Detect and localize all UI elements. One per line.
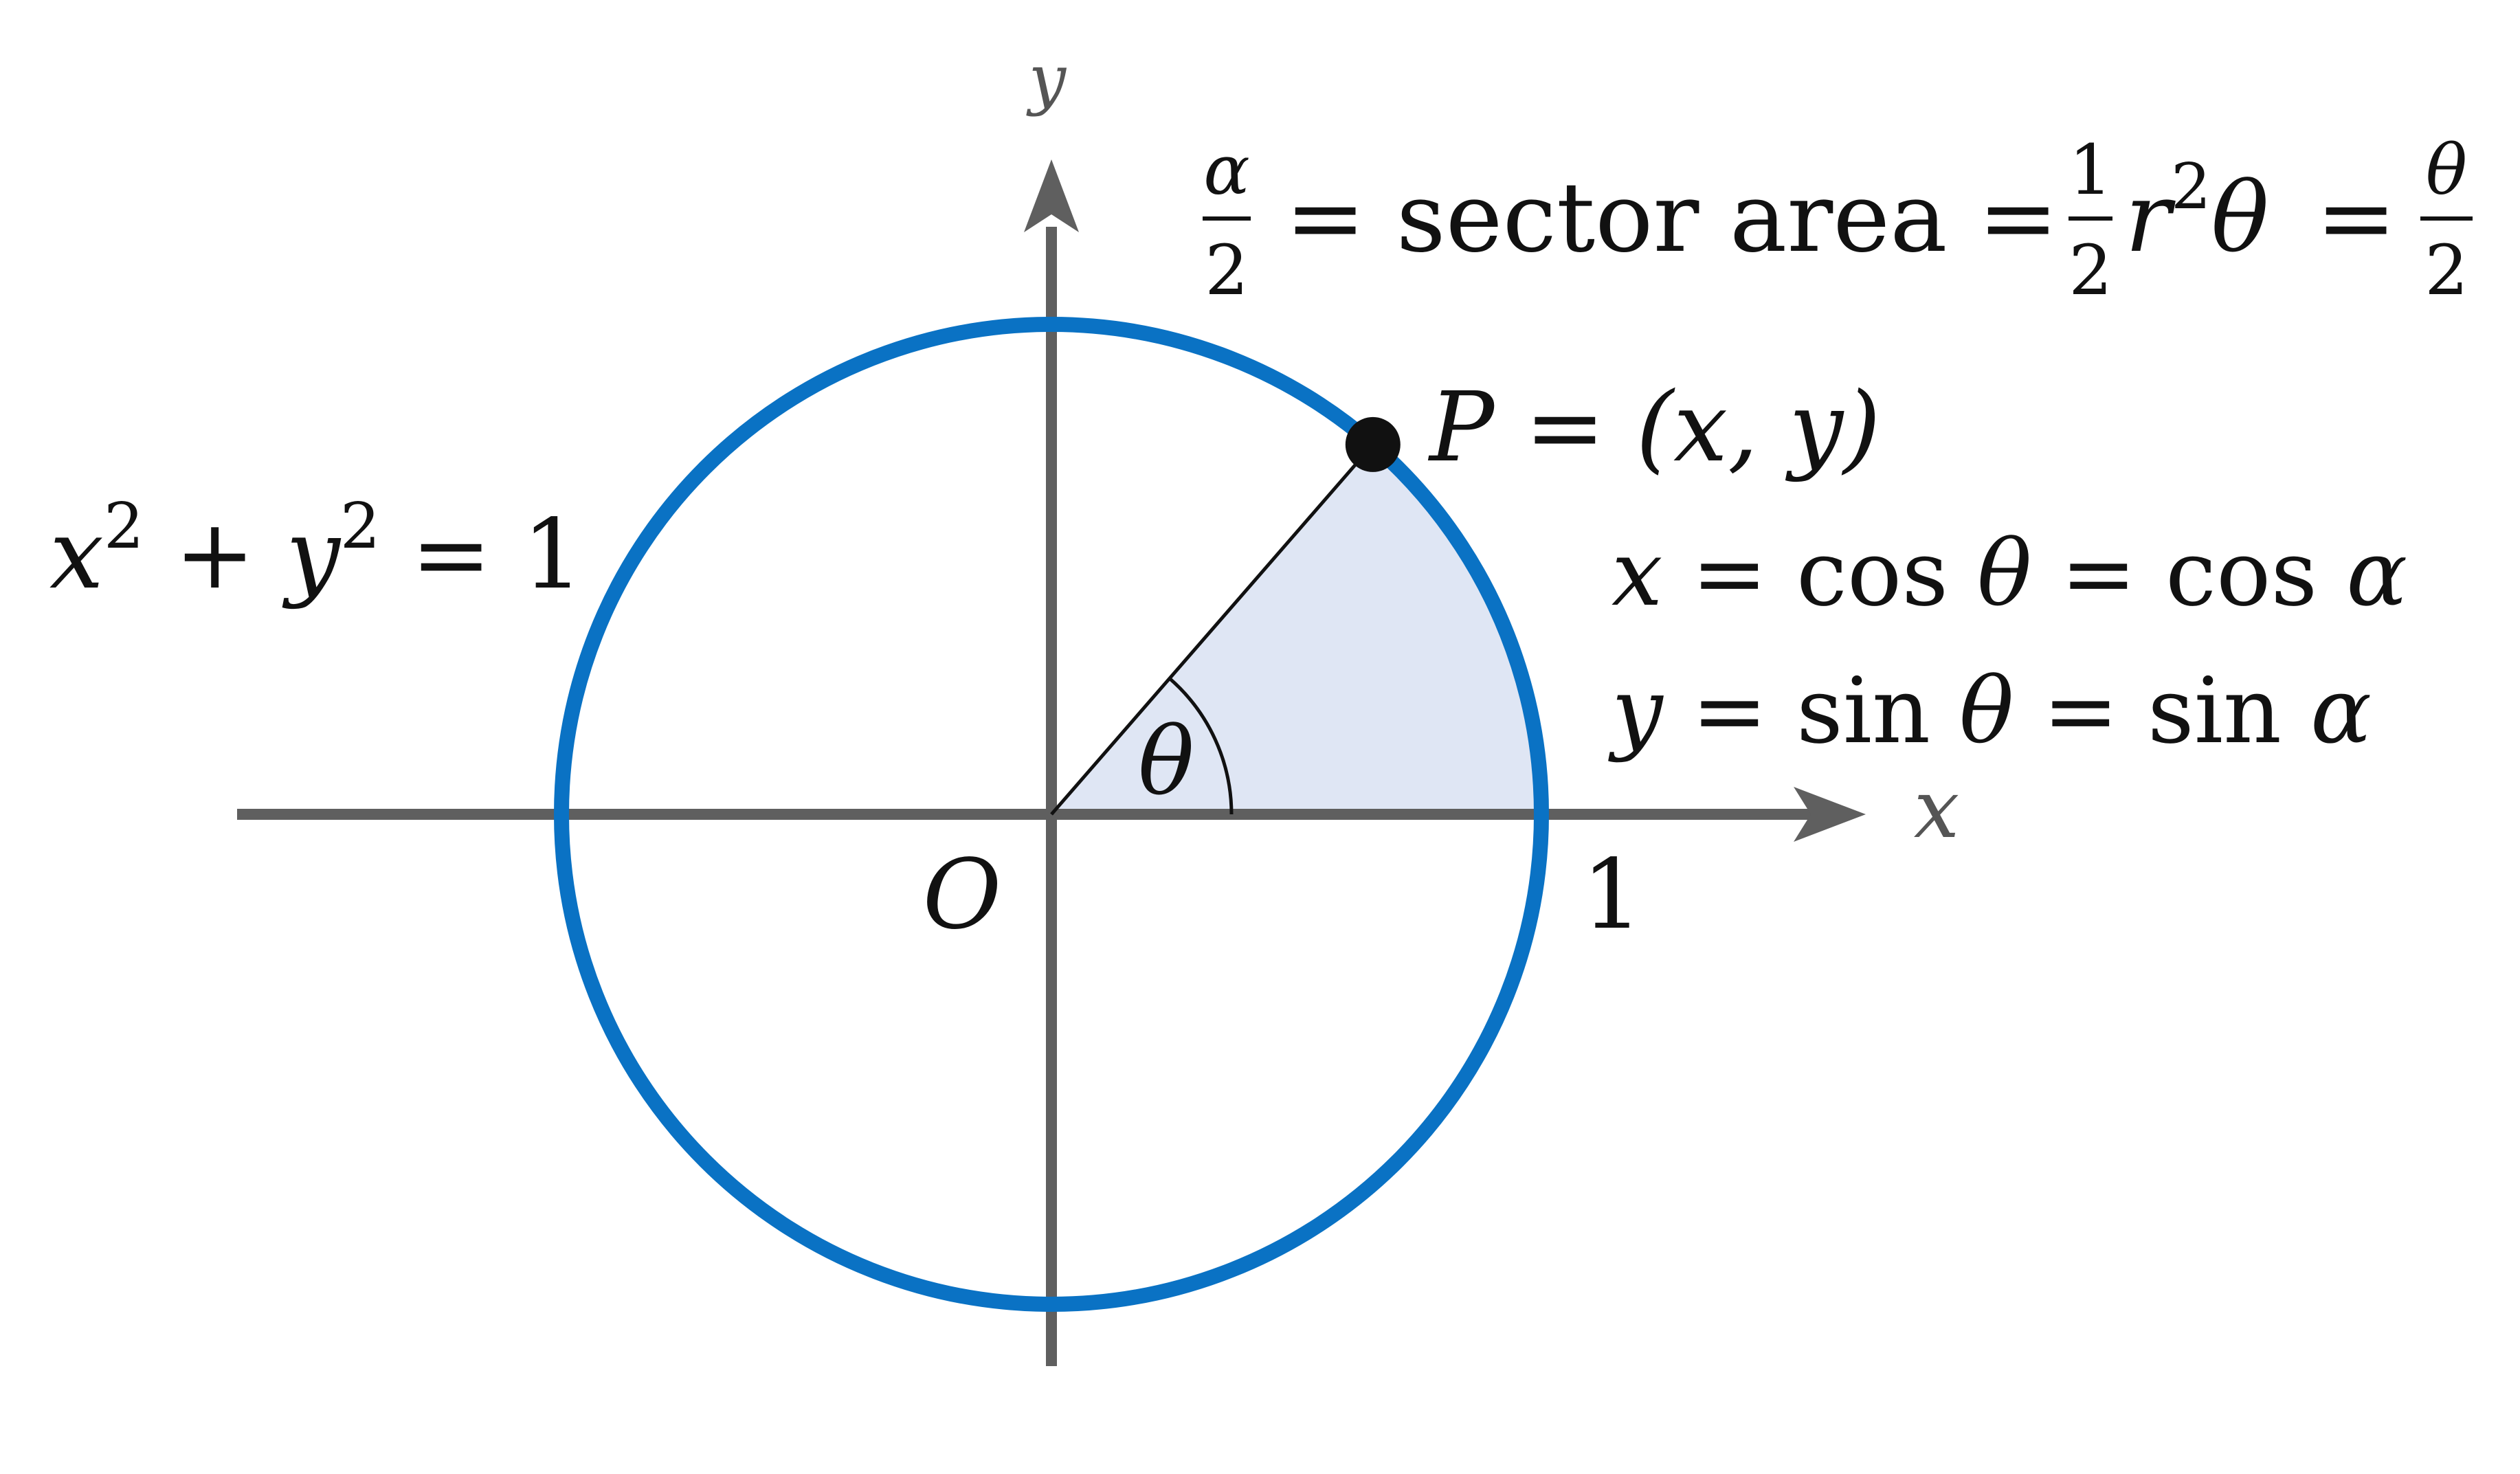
circle-eq-sup2: 2: [340, 489, 381, 563]
angle-arc: [1168, 677, 1234, 815]
x-eq-theta: θ: [1977, 521, 2031, 627]
y-eq-alpha: α: [2310, 658, 2372, 764]
point-p-coords: = (x, y): [1494, 372, 1881, 484]
point-p-marker: [1345, 416, 1401, 472]
circle-eq-y: y: [282, 499, 342, 611]
y-eq-sin2: = sin: [2014, 658, 2310, 764]
one-label: 1: [1581, 839, 1642, 951]
x-eq-alpha: α: [2346, 521, 2407, 627]
point-p-label: P = (x, y): [1427, 372, 1881, 484]
area-frac2-denominator: 2: [2069, 230, 2112, 311]
y-equation: y = sin θ = sin α: [1608, 658, 2372, 764]
sector-area-formula: α 2 = sector area = 1 2 r2θ = θ 2: [1203, 130, 2473, 311]
origin-label: O: [923, 839, 1002, 951]
area-frac3-denominator: 2: [2424, 230, 2468, 311]
circle-eq-plus: +: [144, 499, 286, 611]
area-r-term: r2θ: [2125, 150, 2269, 274]
x-axis-label: x: [1914, 761, 1960, 856]
unit-circle: [554, 317, 1549, 1312]
y-eq-sin1: = sin: [1663, 658, 1959, 764]
theta-angle-label: θ: [1138, 708, 1194, 816]
area-r: r: [2125, 162, 2176, 274]
y-axis-arrowhead: [1024, 159, 1079, 232]
radius-line: [1050, 443, 1374, 816]
x-eq-cos2: = cos: [2032, 521, 2347, 627]
circle-eq-rhs: = 1: [380, 499, 583, 611]
area-text: = sector area =: [1285, 162, 2058, 274]
point-p-letter: P: [1427, 372, 1496, 484]
area-frac3-numerator: θ: [2426, 130, 2467, 210]
x-equation: x = cos θ = cos α: [1612, 521, 2407, 627]
y-eq-theta: θ: [1959, 658, 2014, 764]
area-frac1-denominator: 2: [1205, 230, 1249, 311]
sector-region: [1051, 444, 1541, 814]
y-eq-var: y: [1608, 658, 1664, 764]
area-frac2-numerator: 1: [2069, 130, 2112, 210]
circle-eq-x: x: [49, 499, 104, 611]
y-axis-label: y: [1026, 41, 1067, 118]
area-theta: θ: [2211, 162, 2268, 274]
area-frac1-numerator: α: [1203, 130, 1250, 210]
x-eq-cos1: = cos: [1662, 521, 1977, 627]
area-r-sup: 2: [2171, 150, 2211, 223]
circle-eq-sup1: 2: [104, 489, 144, 563]
x-eq-var: x: [1612, 521, 1662, 627]
area-eq-sign: =: [2316, 162, 2396, 274]
circle-equation: x2 + y2 = 1: [49, 489, 583, 611]
x-axis-arrowhead: [1794, 787, 1866, 842]
